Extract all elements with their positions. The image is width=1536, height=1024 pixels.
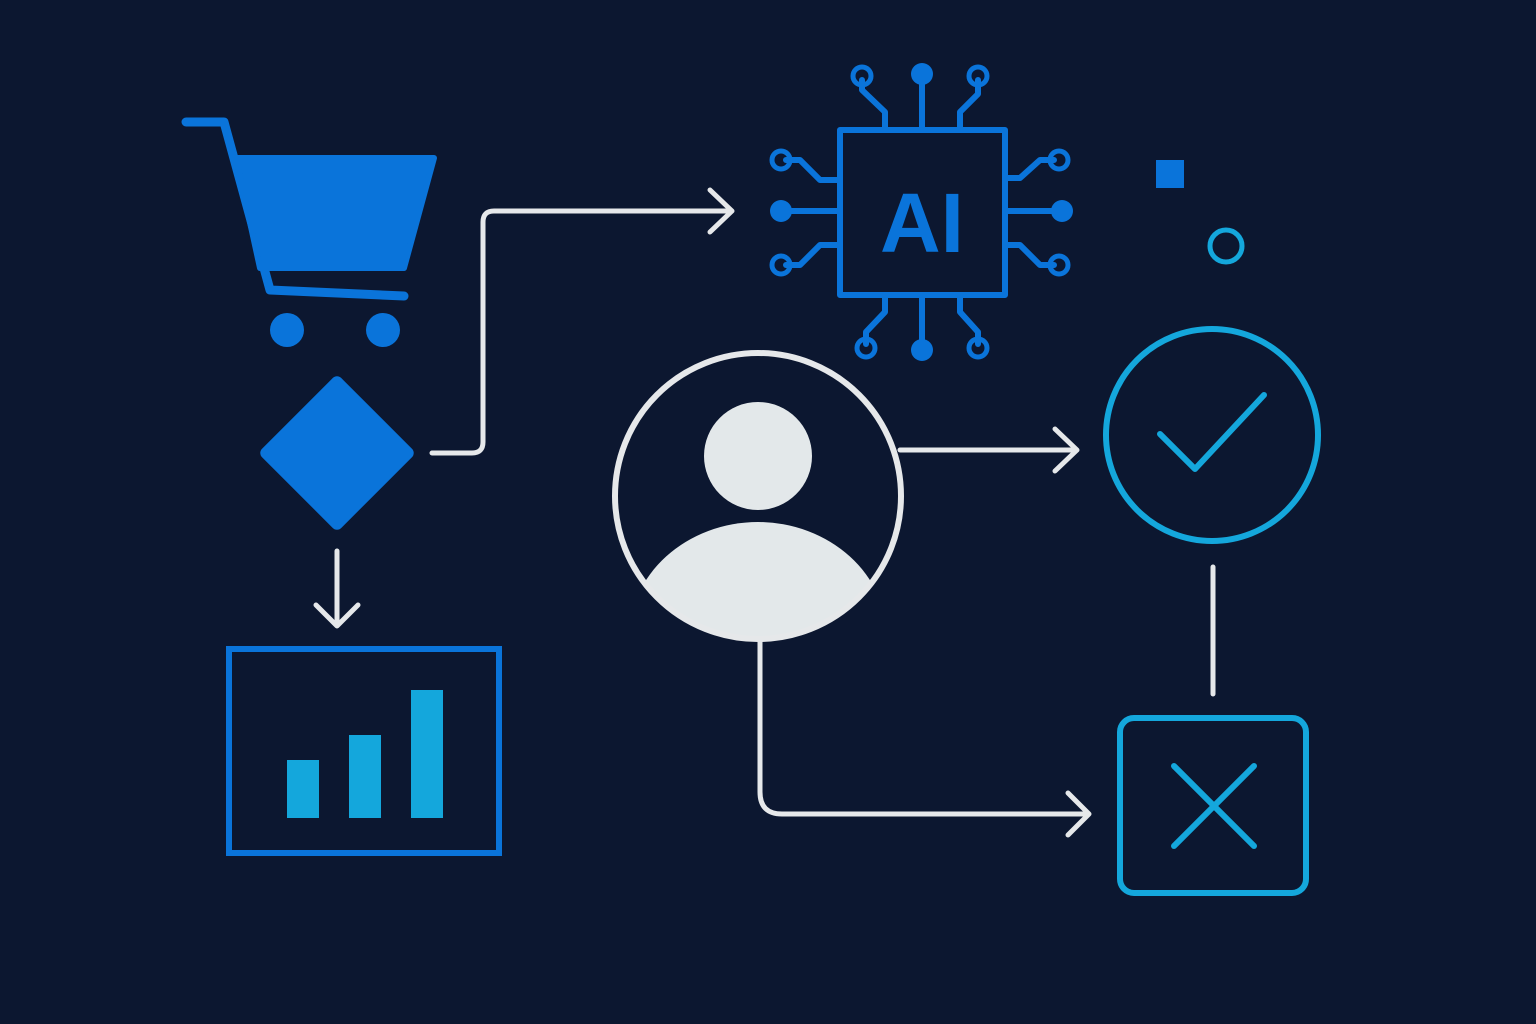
small-circle-icon: [1207, 227, 1245, 265]
decision-diamond-icon: [260, 376, 414, 530]
bar-2: [349, 735, 381, 818]
user-avatar-icon: [612, 350, 904, 642]
bar-1: [287, 760, 319, 818]
bar-chart-icon: [226, 646, 502, 856]
ai-chip-label: AI: [880, 176, 964, 270]
x-box-icon: [1117, 715, 1309, 896]
bar-3: [411, 690, 443, 818]
ai-chip-pin-ends: [769, 63, 1073, 361]
bar-chart-frame: [226, 646, 502, 856]
arrow-person-to-x: [757, 638, 1092, 838]
small-square-icon: [1156, 160, 1184, 188]
arrow-diamond-to-ai: [429, 187, 735, 456]
arrow-diamond-to-chart: [313, 548, 361, 629]
arrow-person-to-check: [897, 426, 1080, 474]
check-circle-icon: [1103, 326, 1321, 544]
shopping-cart-icon: [181, 117, 437, 347]
